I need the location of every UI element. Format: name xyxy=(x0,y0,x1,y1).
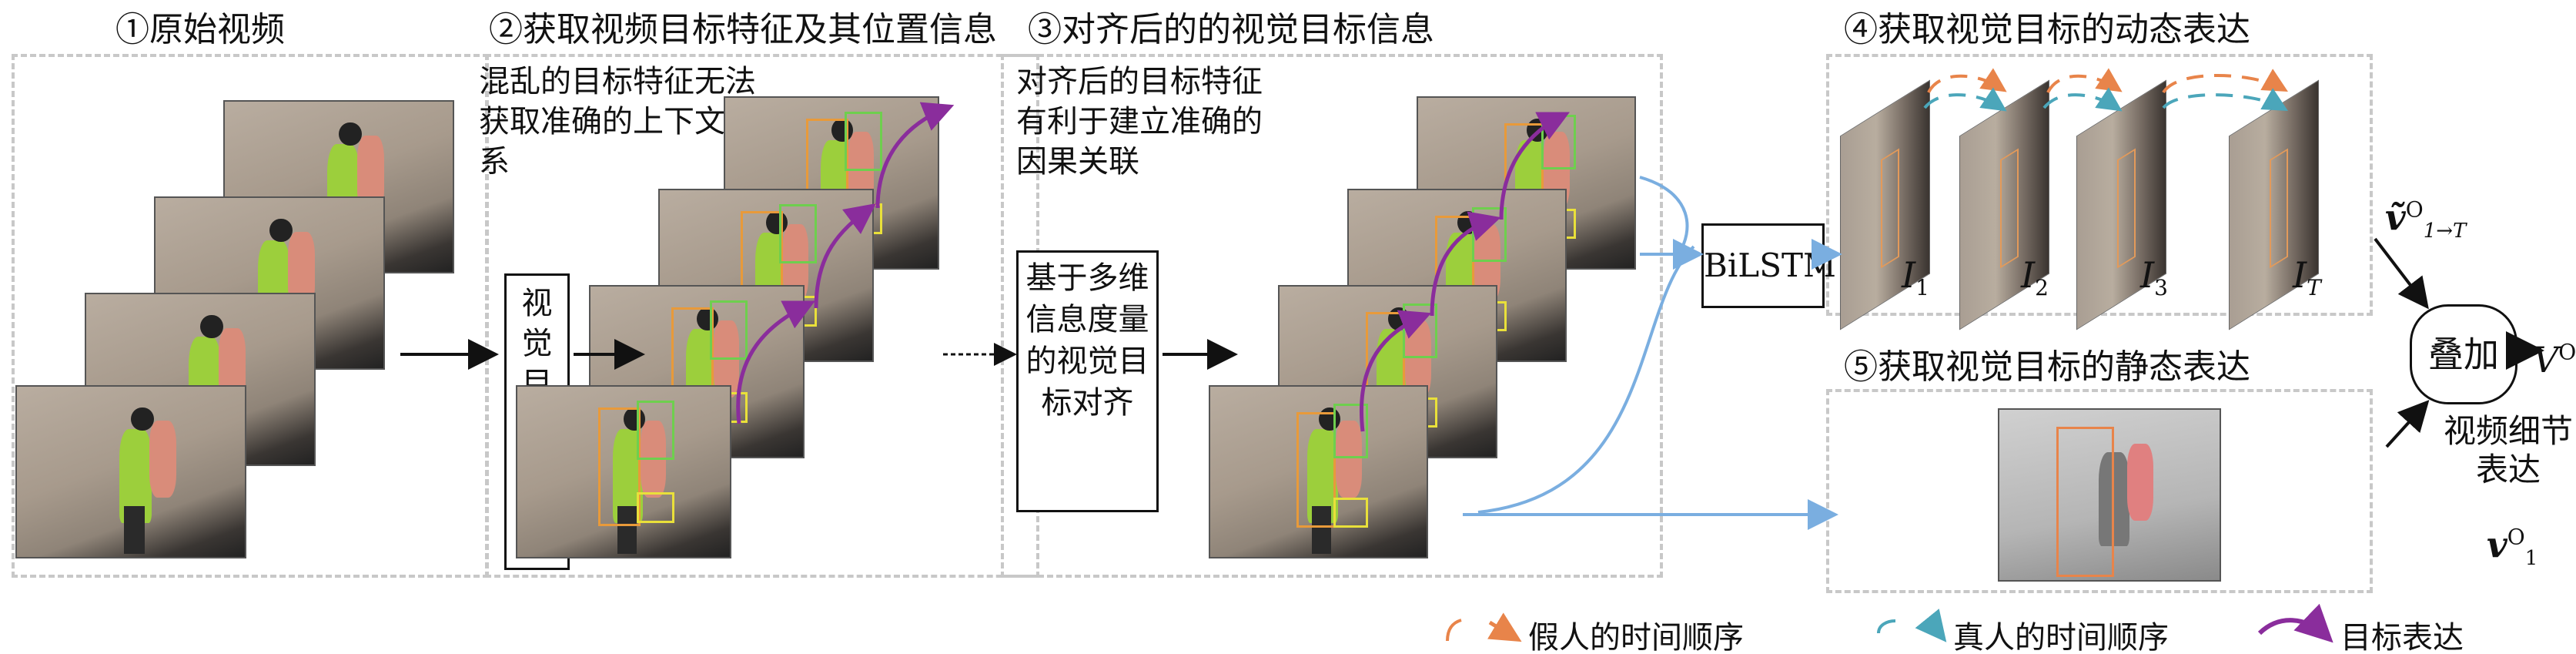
fusion-node: 叠加 xyxy=(2410,304,2517,404)
legend-real: 真人的时间顺序 xyxy=(1953,620,2169,654)
note-chaotic-features: 混乱的目标特征无法获取准确的上下文关系 xyxy=(479,64,756,179)
frame-label-2: I2 xyxy=(2021,254,2049,301)
title-aligned-info: ③对齐后的的视觉目标信息 xyxy=(1028,10,1434,49)
title-static: ⑤获取视觉目标的静态表达 xyxy=(1844,347,2250,387)
title-extract-features: ②获取视频目标特征及其位置信息 xyxy=(489,10,997,49)
legend-target: 目标表达 xyxy=(2340,620,2464,654)
alignment-box: 基于多维信息度量的视觉目标对齐 xyxy=(1016,250,1159,512)
title-dynamic: ④获取视觉目标的动态表达 xyxy=(1844,10,2250,49)
static-feature-symbol: vO1 xyxy=(2487,524,2538,571)
legend-target-icon xyxy=(2257,603,2333,643)
arrow xyxy=(2374,237,2429,310)
video-frame xyxy=(1209,385,1428,558)
legend-fake-icon xyxy=(1446,619,1462,642)
frame-label-T: IT xyxy=(2293,254,2321,301)
dynamic-feature-symbol: ṽO1→T xyxy=(2385,196,2467,243)
video-frame xyxy=(516,385,731,558)
note-aligned-features: 对齐后的目标特征有利于建立准确的因果关联 xyxy=(1016,64,1263,179)
arrow xyxy=(1639,176,1689,256)
frame-label-3: I3 xyxy=(2140,254,2168,301)
legend-fake: 假人的时间顺序 xyxy=(1528,620,1744,654)
panel-static xyxy=(1826,389,2373,593)
arrow xyxy=(2385,400,2430,448)
title-raw-video: ①原始视频 xyxy=(115,10,285,49)
frame-label-1: I1 xyxy=(1902,254,1929,301)
arrow xyxy=(1477,245,1695,514)
legend-real-icon xyxy=(1877,619,1896,634)
panel-aligned xyxy=(1001,54,1663,578)
video-frame xyxy=(15,385,246,558)
static-frame xyxy=(1998,408,2221,582)
output-label: 视频细节表达 xyxy=(2443,412,2573,488)
